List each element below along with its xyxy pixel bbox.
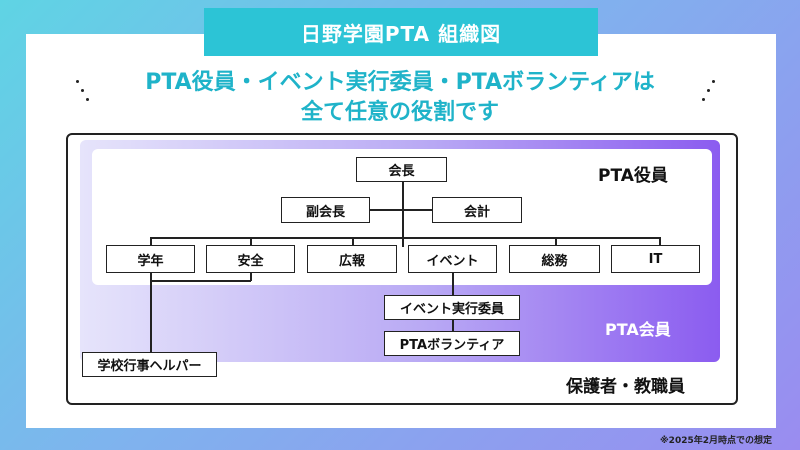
- officers-label: PTA役員: [598, 166, 668, 186]
- departments-bus-line: [150, 237, 660, 239]
- event-box: イベント: [408, 245, 497, 273]
- decorative-dots-right: [702, 80, 722, 110]
- pr-box: 広報: [307, 245, 397, 273]
- safety-helper-line: [250, 272, 252, 281]
- headline-line-2: 全て任意の役割です: [300, 100, 499, 125]
- it-box: IT: [611, 245, 700, 273]
- president-box: 会長: [356, 157, 447, 182]
- trunk-line: [402, 177, 404, 247]
- vice-president-box: 副会長: [281, 197, 370, 223]
- safety-box: 安全: [206, 245, 295, 273]
- helper-line-vertical: [150, 272, 152, 352]
- event-committee-box: イベント実行委員: [384, 295, 520, 320]
- page-title: 日野学園PTA 組織図: [204, 8, 598, 56]
- headline: PTA役員・イベント実行委員・PTAボランティアは 全て任意の役割です: [100, 68, 700, 128]
- general-drop-line: [555, 237, 557, 247]
- school-helper-box: 学校行事ヘルパー: [82, 352, 217, 377]
- volunteer-box: PTAボランティア: [384, 331, 520, 356]
- headline-line-1: PTA役員・イベント実行委員・PTAボランティアは: [145, 70, 655, 95]
- members-label: PTA会員: [605, 320, 671, 339]
- footnote: ※2025年2月時点での想定: [659, 436, 772, 446]
- grade-drop-line: [150, 237, 152, 247]
- it-drop-line: [659, 237, 661, 247]
- guardians-label: 保護者・教職員: [566, 377, 685, 397]
- vice-accounting-line: [370, 209, 432, 211]
- grade-box: 学年: [106, 245, 195, 273]
- helper-line-horizontal: [150, 280, 251, 282]
- pr-drop-line: [352, 237, 354, 247]
- general-affairs-box: 総務: [509, 245, 600, 273]
- decorative-dots-left: [76, 80, 96, 110]
- accounting-box: 会計: [432, 197, 522, 223]
- safety-drop-line: [250, 237, 252, 247]
